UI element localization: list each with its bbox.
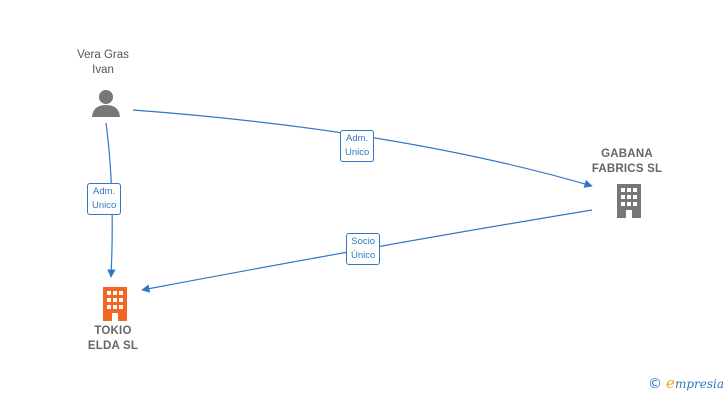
copyright-icon: ©	[648, 376, 663, 392]
person-icon[interactable]	[91, 88, 121, 123]
edge-person-gabana	[132, 109, 593, 188]
person-name[interactable]: Vera Gras Ivan	[77, 49, 129, 76]
brand-e: e	[666, 374, 675, 392]
edge-label-person-tokio: Adm. Unico	[87, 183, 122, 215]
brand-name: mpresia	[674, 377, 724, 391]
empresia-logo[interactable]: ©empresia	[648, 374, 724, 392]
edge-label-gabana-tokio: Socio Único	[346, 233, 381, 265]
gabana-building-icon[interactable]	[614, 182, 644, 223]
edge-label-person-gabana: Adm. Unico	[340, 130, 375, 162]
tokio-name[interactable]: TOKIO ELDA SL	[87, 325, 139, 352]
gabana-name[interactable]: GABANA FABRICS SL	[591, 148, 663, 175]
tokio-building-icon[interactable]	[100, 285, 130, 326]
